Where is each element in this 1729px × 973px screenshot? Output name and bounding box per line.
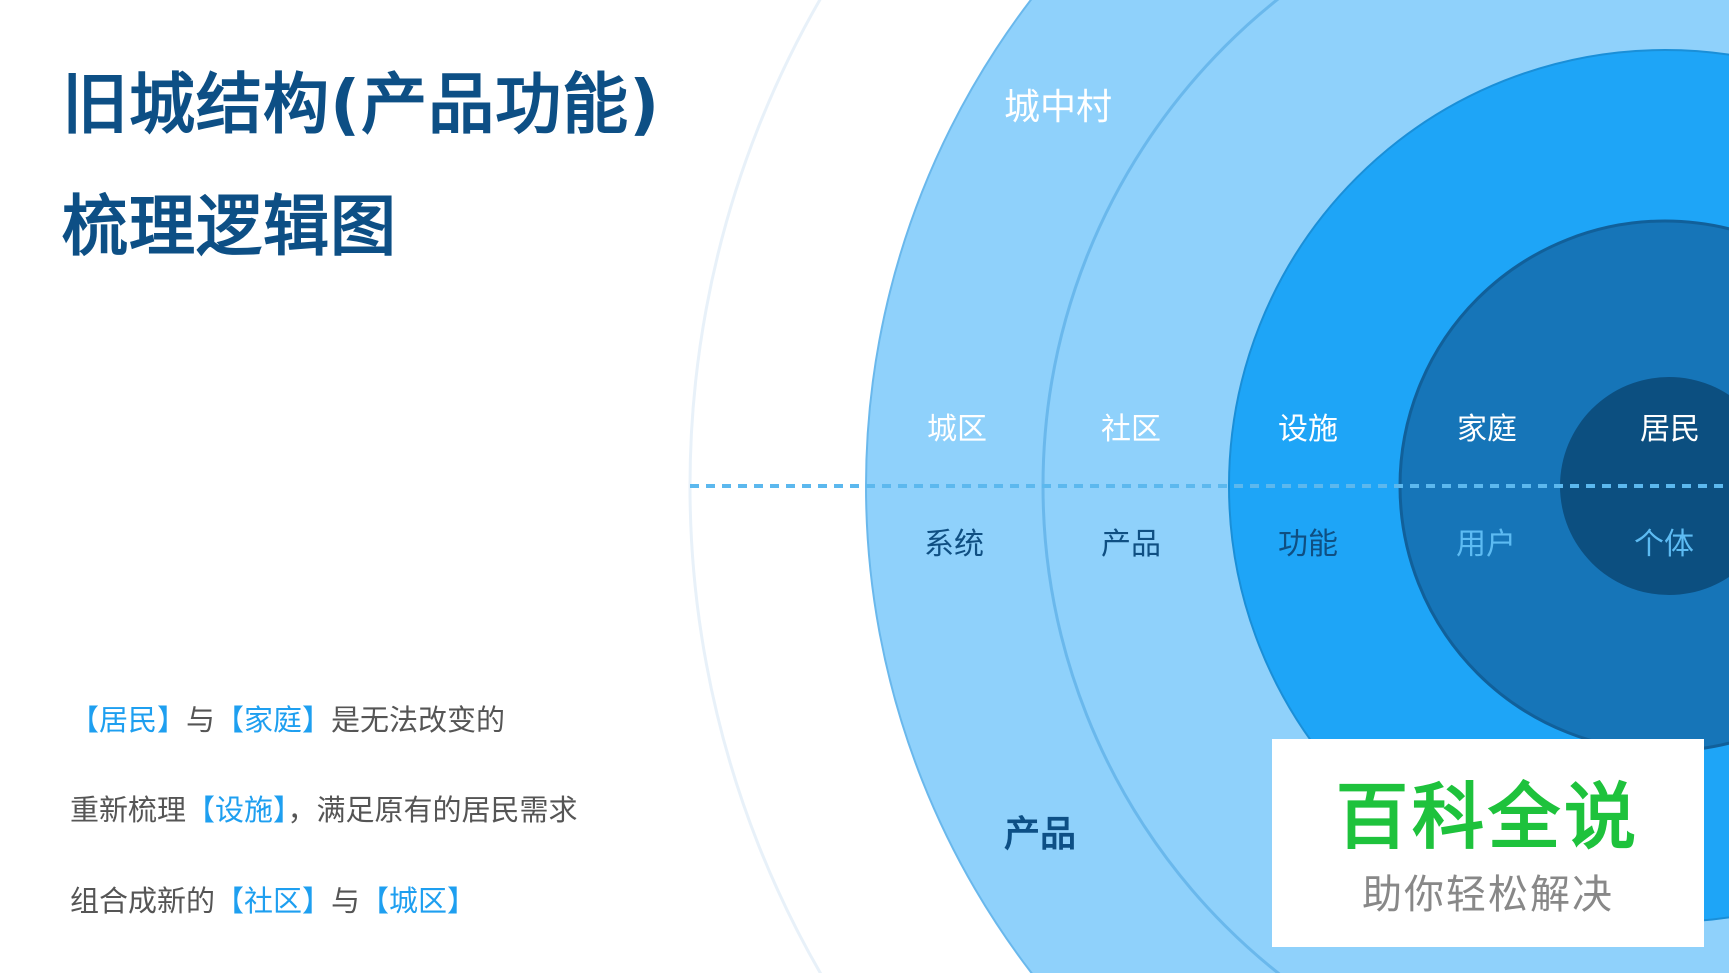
highlight-city-district: 【城区】	[360, 884, 477, 918]
description-line-2: 重新梳理【设施】，满足原有的居民需求	[70, 796, 578, 825]
description-line-3: 组合成新的【社区】与【城区】	[70, 887, 476, 916]
watermark-title: 百科全说	[1335, 775, 1640, 859]
text-segment: 组合成新的	[70, 884, 216, 918]
page-title-line2: 梳理逻辑图	[62, 188, 397, 265]
page-title-line1: 旧城结构(产品功能)	[62, 66, 661, 143]
highlight-residents: 【居民】	[70, 703, 187, 737]
watermark-badge: 百科全说 助你轻松解决	[1272, 739, 1704, 947]
highlight-family: 【家庭】	[215, 703, 332, 737]
ring-label-bottom-user: 用户	[1456, 527, 1516, 562]
watermark-subtitle: 助你轻松解决	[1362, 872, 1614, 918]
ring-label-top-city-district: 城区	[927, 412, 987, 447]
text-segment: 与	[186, 703, 216, 737]
text-segment: 是无法改变的	[331, 703, 506, 737]
label-urban-village: 城中村	[1003, 87, 1113, 128]
ring-label-top-family: 家庭	[1457, 412, 1517, 447]
ring-label-top-community: 社区	[1101, 412, 1161, 447]
highlight-community: 【社区】	[215, 884, 332, 918]
highlight-facilities: 【设施】	[186, 793, 288, 827]
text-segment: ，满足原有的居民需求	[287, 793, 578, 827]
ring-label-top-residents: 居民	[1640, 412, 1700, 447]
ring-label-top-facilities: 设施	[1278, 412, 1338, 447]
ring-label-bottom-individual: 个体	[1634, 527, 1694, 562]
core-residents	[1560, 377, 1729, 595]
text-segment: 重新梳理	[70, 793, 187, 827]
description-line-1: 【居民】与【家庭】是无法改变的	[70, 706, 505, 735]
ring-label-bottom-system: 系统	[924, 527, 984, 562]
label-product-bottom: 产品	[1003, 814, 1077, 855]
text-segment: 与	[331, 884, 361, 918]
ring-label-bottom-function: 功能	[1278, 527, 1338, 562]
ring-label-bottom-product: 产品	[1101, 527, 1161, 562]
